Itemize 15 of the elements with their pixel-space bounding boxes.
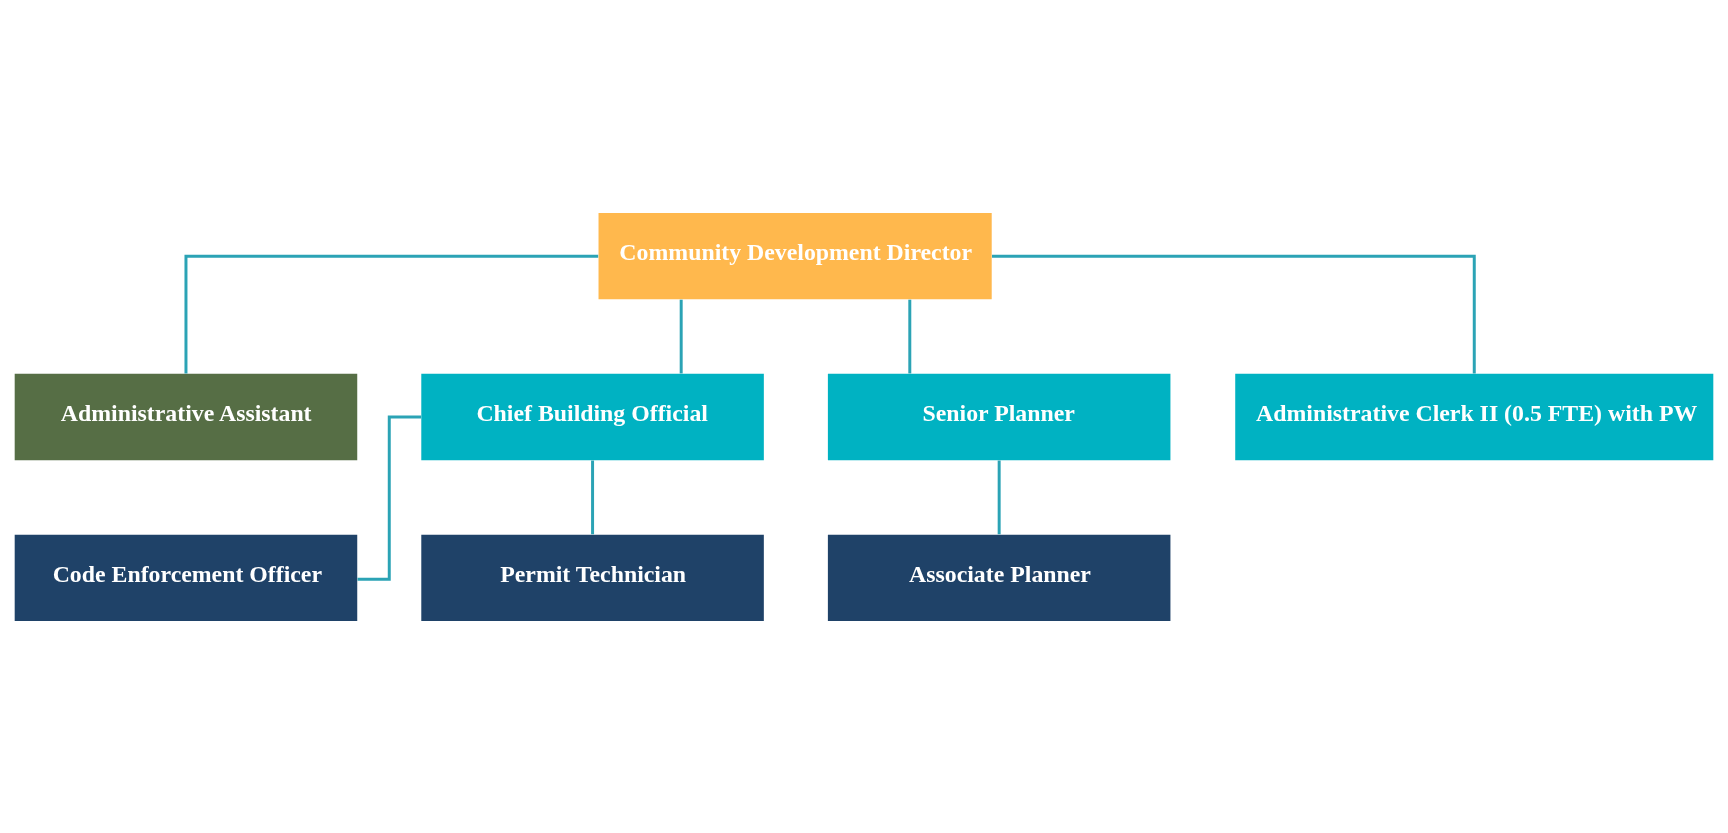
- node-box: Chief Building Official: [421, 373, 764, 460]
- node-box: Administrative Assistant: [14, 373, 358, 460]
- connector: [997, 460, 1001, 534]
- node-box: Associate Planner: [827, 534, 1171, 621]
- node-box: Administrative Clerk II (0.5 FTE) with PW: [1235, 373, 1714, 460]
- connector: [357, 415, 422, 581]
- node-box: Senior Planner: [827, 373, 1171, 460]
- connector: [184, 254, 599, 373]
- connector: [591, 460, 595, 534]
- node-box: Permit Technician: [421, 534, 764, 621]
- connector: [908, 299, 912, 373]
- node-box: Code Enforcement Officer: [14, 534, 358, 621]
- node-box: Community Development Director: [598, 212, 992, 299]
- connector: [679, 299, 683, 373]
- connector: [992, 254, 1476, 373]
